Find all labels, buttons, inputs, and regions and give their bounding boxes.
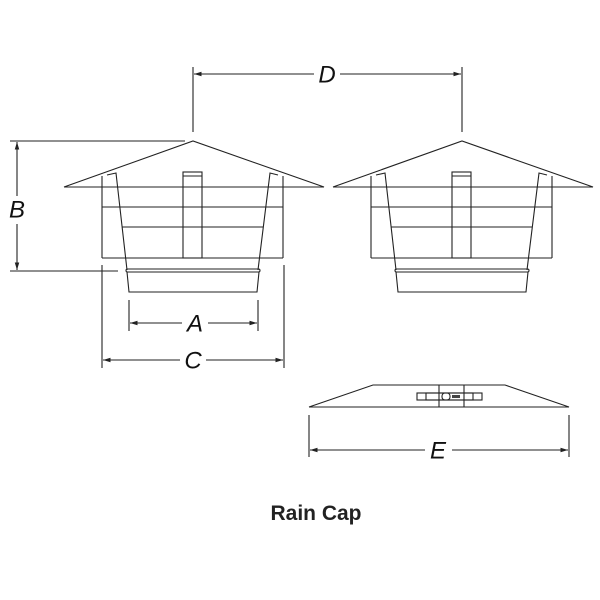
dimension-b: B	[9, 140, 185, 272]
rain-cap-side-view	[332, 140, 594, 293]
rain-cap-front-view	[63, 140, 325, 293]
diagram-title: Rain Cap	[270, 502, 362, 525]
dimension-b-label: B	[9, 197, 25, 224]
dimension-a: A	[128, 300, 259, 338]
dimension-d: D	[192, 62, 463, 132]
dimension-a-label: A	[185, 311, 203, 338]
dimension-e: E	[308, 415, 570, 465]
dimension-d-label: D	[318, 62, 335, 89]
flashing-view	[308, 384, 570, 408]
dimension-c-label: C	[184, 348, 202, 375]
dimension-c: C	[101, 265, 285, 375]
dimension-e-label: E	[430, 438, 447, 465]
